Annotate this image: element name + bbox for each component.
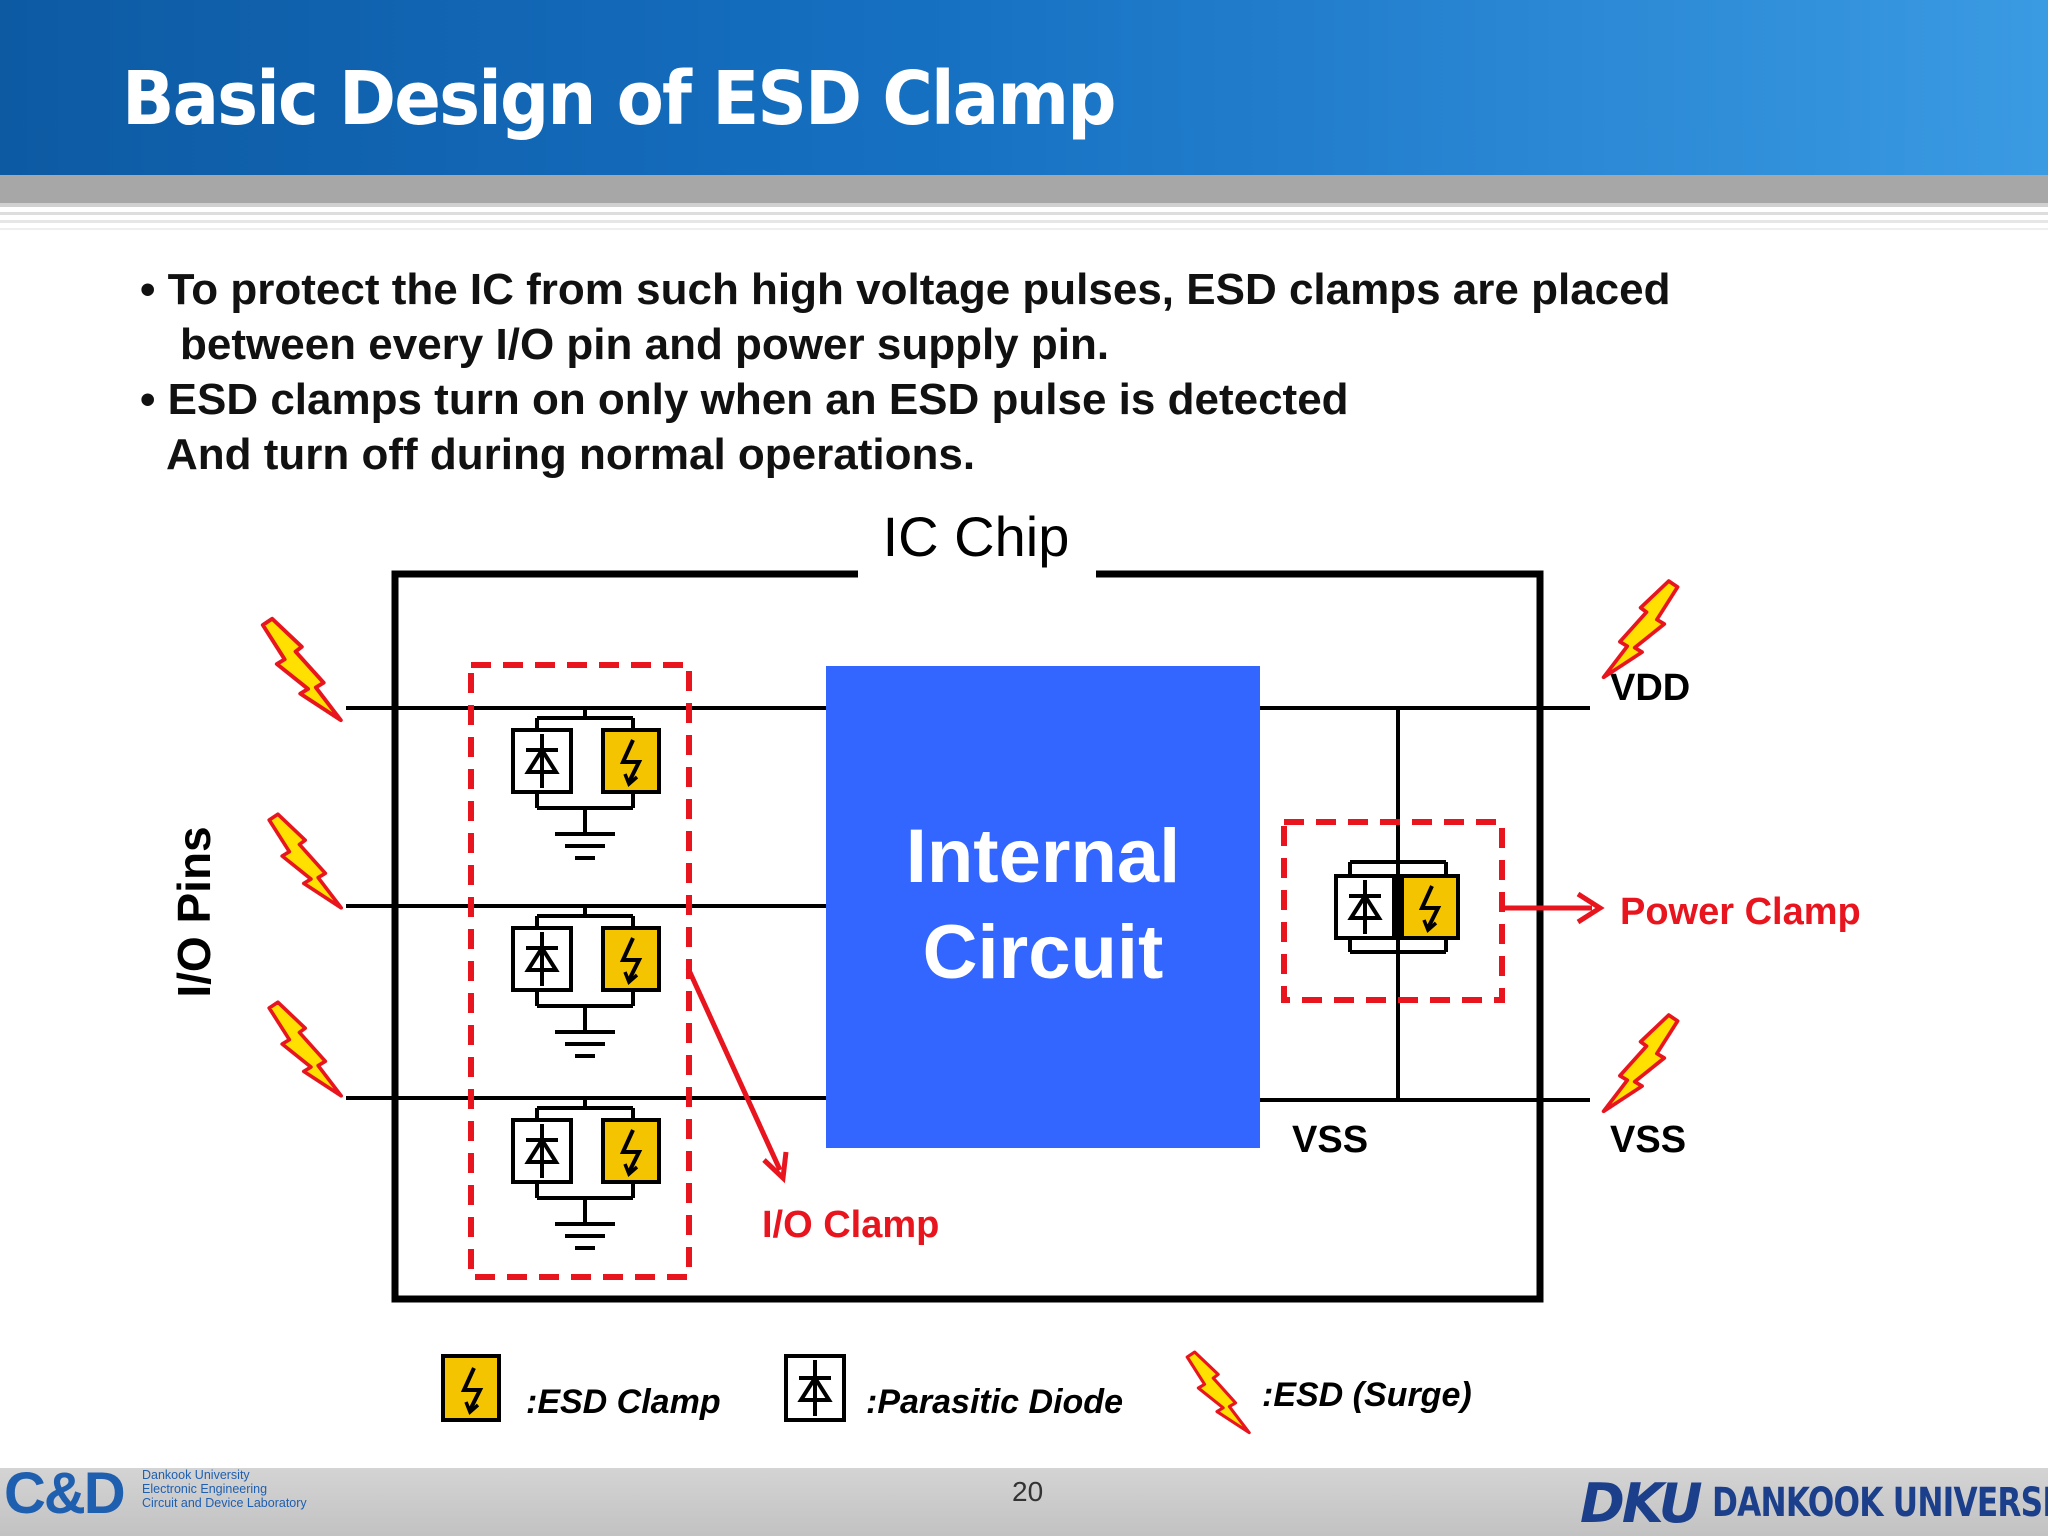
internal-circuit-label-line-1: Internal <box>906 814 1181 899</box>
legend-esd-clamp-icon <box>441 1354 501 1422</box>
divider-stripe <box>0 228 2048 230</box>
bullet-1-line-2: between every I/O pin and power supply p… <box>180 320 1110 369</box>
lightning-icon <box>267 1000 344 1098</box>
footer-bar <box>0 1468 2048 1536</box>
legend-esd-clamp-label: :ESD Clamp <box>526 1383 721 1421</box>
lightning-icon <box>260 616 343 723</box>
chip-title-gap <box>858 566 1096 582</box>
lab-name: Dankook University Electronic Engineerin… <box>142 1468 307 1510</box>
bullet-1-line-1: • To protect the IC from such high volta… <box>140 265 1671 314</box>
lightning-icon <box>1601 1013 1680 1114</box>
internal-circuit-label-line-2: Circuit <box>923 910 1164 995</box>
chip-outline <box>391 570 1544 1303</box>
legend-lightning-icon <box>1185 1350 1251 1435</box>
cd-logo: C&D <box>4 1461 126 1526</box>
io-pins-label: I/O Pins <box>168 826 220 997</box>
lab-line-1: Dankook University <box>142 1468 250 1482</box>
io-clamp-label: I/O Clamp <box>762 1204 939 1246</box>
io-clamp-unit-1 <box>511 706 661 860</box>
slide-title: Basic Design of ESD Clamp <box>122 56 1116 142</box>
power-clamp-label: Power Clamp <box>1620 891 1861 933</box>
io-clamp-arrow <box>685 966 783 1172</box>
legend-esd-surge-label: :ESD (Surge) <box>1262 1376 1472 1414</box>
title-bar: Basic Design of ESD Clamp <box>0 0 2048 175</box>
vdd-label: VDD <box>1610 667 1690 709</box>
bullet-2-line-2: And turn off during normal operations. <box>166 430 976 479</box>
chip-label: IC Chip <box>883 505 1070 568</box>
io-clamp-unit-2 <box>511 904 661 1058</box>
power-clamp-unit <box>1334 860 1460 954</box>
university-name: DANKOOK UNIVERSITY <box>1711 1480 2048 1526</box>
io-clamp-unit-3 <box>511 1096 661 1250</box>
divider-stripe <box>0 212 2048 215</box>
legend-parasitic-diode-icon <box>784 1354 846 1422</box>
lightning-icon <box>267 812 344 910</box>
university-logo: DKU DANKOOK UNIVERSITY <box>1580 1470 2048 1536</box>
power-clamp-box <box>1281 819 1505 1003</box>
lab-line-2: Electronic Engineering <box>142 1482 268 1496</box>
lightning-icon <box>1601 579 1680 680</box>
divider-stripe <box>0 203 2048 207</box>
dku-mark: DKU <box>1580 1471 1703 1535</box>
vss-outer-label: VSS <box>1610 1119 1686 1161</box>
header-divider <box>0 175 2048 203</box>
bullet-2-line-1: • ESD clamps turn on only when an ESD pu… <box>140 375 1349 424</box>
divider-stripe <box>0 220 2048 223</box>
internal-circuit-block <box>826 666 1260 1148</box>
vss-inner-label: VSS <box>1292 1119 1368 1161</box>
bullet-list: • To protect the IC from such high volta… <box>140 262 1670 482</box>
lab-line-3: Circuit and Device Laboratory <box>142 1496 307 1510</box>
page-number: 20 <box>1012 1476 1044 1507</box>
legend-parasitic-diode-label: :Parasitic Diode <box>866 1383 1123 1421</box>
